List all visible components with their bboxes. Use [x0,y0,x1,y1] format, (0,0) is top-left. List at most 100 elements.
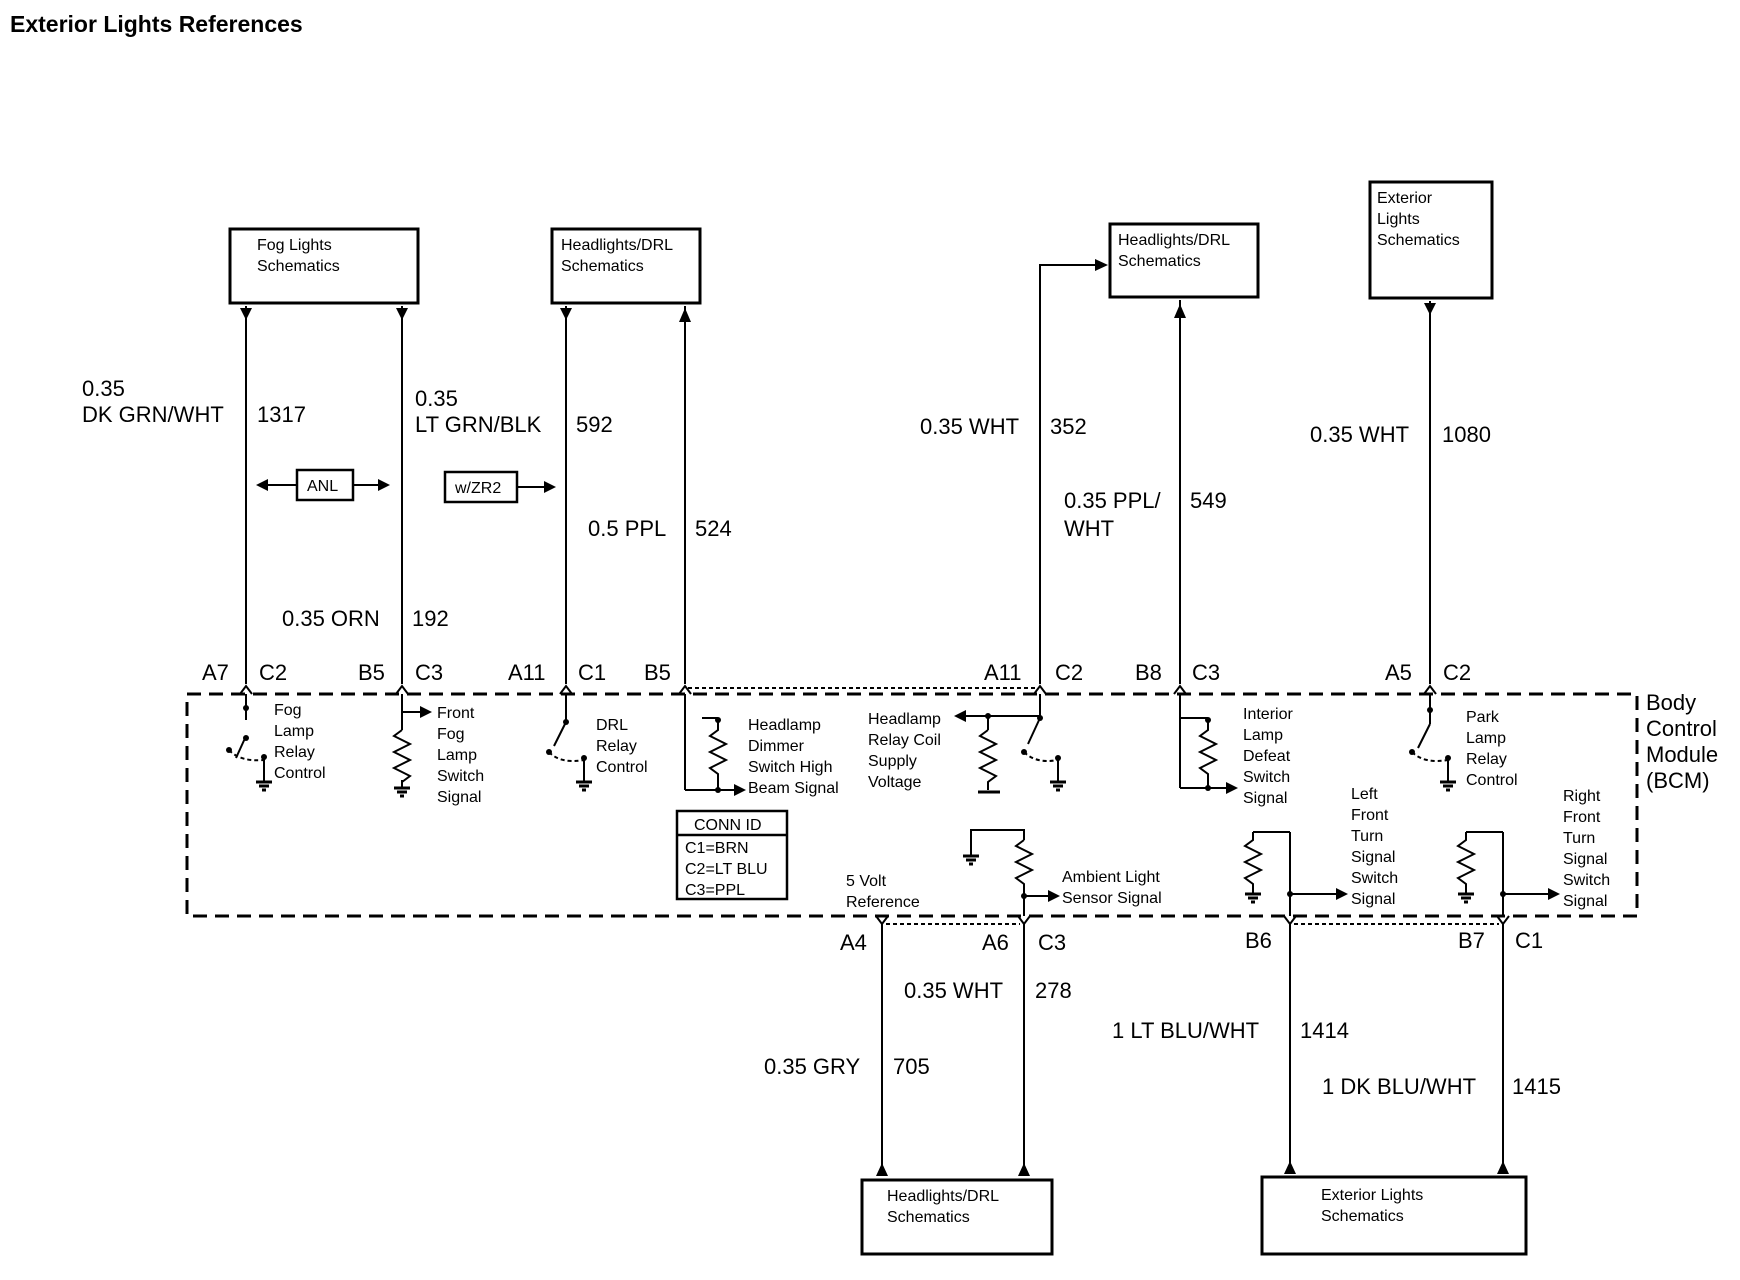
svg-text:Signal: Signal [1563,851,1607,868]
pin-c2-a: C2 [259,660,287,685]
anl-option: ANL [256,468,390,502]
rf-turn-label: Right Front Turn Signal Switch Signal [1563,788,1610,910]
wire-278-label: 0.35 WHT [904,978,1003,1003]
svg-text:Signal: Signal [437,789,481,806]
svg-text:Supply: Supply [868,753,917,770]
pin-a4: A4 [840,930,867,955]
svg-text:Relay: Relay [596,738,637,755]
pin-a11-b: A11 [984,660,1022,685]
bcm-label: Body Control Module (BCM) [1646,690,1718,793]
pin-c3-b: C3 [1192,660,1220,685]
fog-lights-schematics-box[interactable]: Fog Lights Schematics [228,227,420,305]
svg-text:Voltage: Voltage [868,774,921,791]
svg-text:Fog: Fog [274,702,302,719]
dimmer-label: Headlamp Dimmer Switch High Beam Signal [748,717,839,797]
rf-turn-circuit [1455,831,1560,916]
wire-352-label: 0.35 WHT [920,414,1019,439]
headlights-drl-schematics-box-2[interactable]: Headlights/DRL Schematics [1108,222,1260,299]
wire-278-circuit: 278 [1035,978,1072,1003]
svg-text:Switch: Switch [1351,870,1398,887]
svg-text:Park: Park [1466,709,1500,726]
wire-592-circuit: 592 [576,412,613,437]
svg-text:Turn: Turn [1351,828,1383,845]
svg-text:Beam Signal: Beam Signal [748,780,839,797]
svg-text:Ambient Light: Ambient Light [1062,869,1160,886]
svg-text:Lamp: Lamp [1243,727,1283,744]
wire-592-color: LT GRN/BLK [415,412,542,437]
park-relay-label: Park Lamp Relay Control [1466,709,1518,789]
page-title: Exterior Lights References [10,11,303,37]
exterior-lights-schematics-box-top[interactable]: Exterior Lights Schematics [1368,180,1494,300]
wire-1080-label: 0.35 WHT [1310,422,1409,447]
front-fog-label: Front Fog Lamp Switch Signal [437,705,484,806]
svg-text:Lamp: Lamp [274,723,314,740]
drl-relay-switch [546,694,594,792]
ambient-sensor-circuit [961,829,1060,916]
headlights-drl-schematics-box-bottom[interactable]: Headlights/DRL Schematics [860,1178,1054,1256]
pin-a6: A6 [982,930,1009,955]
lf-turn-circuit [1242,831,1348,916]
headlights-drl-schematics-box-1[interactable]: Headlights/DRL Schematics [550,227,702,305]
svg-text:Control: Control [596,759,648,776]
zr2-option: w/ZR2 [443,470,556,504]
conn-id-c3: C3=PPL [685,882,745,899]
wire-549-circuit: 549 [1190,488,1227,513]
wire-192-circuit: 192 [412,606,449,631]
svg-text:Front: Front [1563,809,1601,826]
wire-1317-size: 0.35 [82,376,125,401]
svg-text:Headlamp: Headlamp [748,717,821,734]
svg-text:Relay: Relay [274,744,315,761]
svg-text:Relay: Relay [1466,751,1507,768]
svg-text:Front: Front [1351,807,1389,824]
pin-a5: A5 [1385,660,1412,685]
svg-text:Front: Front [437,705,475,722]
svg-text:Exterior Lights: Exterior Lights [1321,1187,1423,1204]
svg-text:Defeat: Defeat [1243,748,1291,765]
interior-lamp-label: Interior Lamp Defeat Switch Signal [1243,706,1293,807]
svg-text:DRL: DRL [596,717,628,734]
svg-text:Switch High: Switch High [748,759,832,776]
pin-b5-b: B5 [644,660,671,685]
pin-c1-a: C1 [578,660,606,685]
wire-352-circuit: 352 [1050,414,1087,439]
pin-c3-a: C3 [415,660,443,685]
svg-text:Interior: Interior [1243,706,1293,723]
svg-text:Lights: Lights [1377,211,1420,228]
wire-549-label-1: 0.35 PPL/ [1064,488,1162,513]
headlamp-dimmer-circuit [684,694,746,796]
wire-1415-label: 1 DK BLU/WHT [1322,1074,1476,1099]
svg-text:Signal: Signal [1563,893,1607,910]
svg-text:Exterior: Exterior [1377,190,1433,207]
svg-text:Lamp: Lamp [437,747,477,764]
wire-524-circuit: 524 [695,516,732,541]
svg-text:Signal: Signal [1351,849,1395,866]
wire-705-circuit: 705 [893,1054,930,1079]
wire-524-label: 0.5 PPL [588,516,666,541]
svg-text:Body: Body [1646,690,1696,715]
pin-a11-a: A11 [508,660,546,685]
wire-1414-label: 1 LT BLU/WHT [1112,1018,1259,1043]
wire-592-size: 0.35 [415,386,458,411]
fog-relay-switch [226,694,274,792]
pin-c2-b: C2 [1055,660,1083,685]
svg-text:5 Volt: 5 Volt [846,873,887,890]
relay-coil-circuit [954,694,1068,794]
pin-b5-a: B5 [358,660,385,685]
pin-c2-c: C2 [1443,660,1471,685]
svg-text:Fog: Fog [437,726,465,743]
ambient-label: Ambient Light Sensor Signal [1062,869,1162,907]
pin-b7: B7 [1458,928,1485,953]
pin-c3-c: C3 [1038,930,1066,955]
wire-1414-circuit: 1414 [1300,1018,1349,1043]
svg-text:Module: Module [1646,742,1718,767]
svg-text:Signal: Signal [1351,891,1395,908]
svg-text:ANL: ANL [307,478,338,495]
svg-text:Schematics: Schematics [887,1209,970,1226]
pin-a7: A7 [202,660,229,685]
wire-549-label-2: WHT [1064,516,1114,541]
svg-text:(BCM): (BCM) [1646,768,1710,793]
svg-text:Turn: Turn [1563,830,1595,847]
conn-id-c1: C1=BRN [685,840,749,857]
exterior-lights-schematics-box-bottom[interactable]: Exterior Lights Schematics [1260,1175,1528,1256]
svg-text:Relay Coil: Relay Coil [868,732,941,749]
